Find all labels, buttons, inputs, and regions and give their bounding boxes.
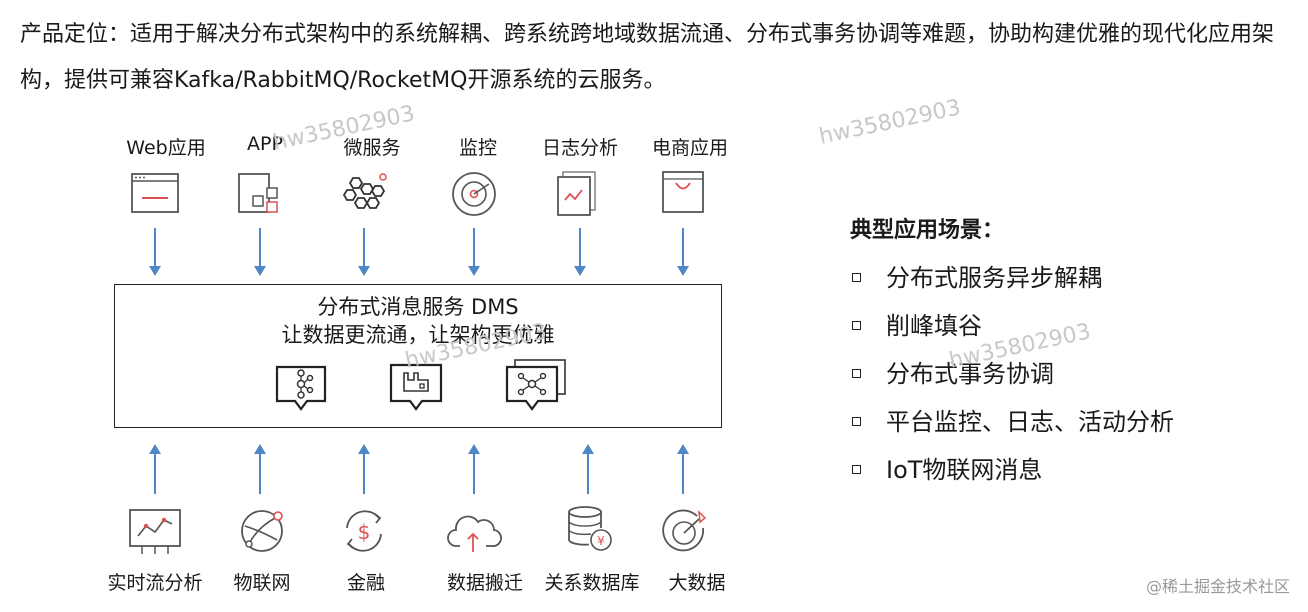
log-chart-icon [555, 170, 599, 218]
svg-text:$: $ [358, 520, 371, 544]
scenario-item-label: 平台监控、日志、活动分析 [886, 408, 1174, 436]
gauge-icon [659, 506, 709, 556]
rabbitmq-icon [387, 361, 445, 417]
square-bullet-icon [852, 417, 861, 426]
scenario-item-label: 削峰填谷 [886, 312, 982, 340]
browser-window-icon [130, 172, 180, 214]
iot-network-icon [237, 506, 287, 556]
producer-arrow-stream [149, 444, 161, 494]
consumer-arrow-web [149, 228, 161, 276]
producer-arrow-finance [358, 444, 370, 494]
radar-target-icon [450, 170, 498, 218]
product-positioning-text: 产品定位：适用于解决分布式架构中的系统解耦、跨系统跨地域数据流通、分布式事务协调… [20, 22, 1275, 93]
scenario-list: 典型应用场景： 分布式服务异步解耦 削峰填谷 分布式事务协调 平台监控、日志、活… [850, 212, 1174, 494]
consumer-arrow-microservice [358, 228, 370, 276]
scenario-item-label: 分布式服务异步解耦 [886, 264, 1102, 292]
scenario-list-title: 典型应用场景： [850, 218, 1005, 243]
producer-label-migration: 数据搬迁 [446, 572, 524, 594]
scenario-item: 分布式事务协调 [850, 350, 1174, 398]
svg-text:¥: ¥ [597, 534, 605, 548]
shopping-bag-icon [661, 170, 705, 216]
producer-arrow-iot [254, 444, 266, 494]
producer-label-stream: 实时流分析 [107, 572, 203, 594]
dms-box: 分布式消息服务 DMS 让数据更流通，让架构更优雅 [114, 284, 722, 428]
source-credit: @稀土掘金技术社区 [1145, 577, 1290, 596]
scenario-item: 削峰填谷 [850, 302, 1174, 350]
scenario-item: 分布式服务异步解耦 [850, 254, 1174, 302]
app-blocks-icon [237, 172, 283, 216]
kafka-icon [273, 363, 329, 417]
producer-arrow-database [582, 444, 594, 494]
consumer-label-app: APP [247, 133, 283, 155]
consumer-arrow-app [254, 228, 266, 276]
consumer-arrow-monitor [468, 228, 480, 276]
producer-arrow-bigdata [677, 444, 689, 494]
consumer-arrow-ecommerce [677, 228, 689, 276]
consumer-label-log: 日志分析 [541, 137, 619, 159]
scenario-item: 平台监控、日志、活动分析 [850, 398, 1174, 446]
dms-architecture-diagram: Web应用 APP 微服务 监控 日志分析 电商应用 [107, 133, 729, 594]
consumer-label-monitor: 监控 [458, 137, 498, 159]
rocketmq-icon [503, 357, 569, 417]
finance-dollar-icon: $ [339, 506, 389, 556]
producer-label-database: 关系数据库 [544, 572, 640, 594]
scenario-item: IoT物联网消息 [850, 446, 1174, 494]
dms-title: 分布式消息服务 DMS [317, 295, 519, 319]
square-bullet-icon [852, 321, 861, 330]
cloud-upload-icon [446, 508, 502, 554]
scenario-item-label: 分布式事务协调 [886, 360, 1054, 388]
consumer-label-ecommerce: 电商应用 [651, 137, 729, 159]
producer-label-finance: 金融 [346, 572, 386, 594]
square-bullet-icon [852, 369, 861, 378]
database-icon: ¥ [565, 504, 615, 554]
hexagon-cluster-icon [339, 172, 389, 216]
scenario-item-label: IoT物联网消息 [886, 456, 1043, 484]
producer-arrow-migration [468, 444, 480, 494]
consumer-arrow-log [574, 228, 586, 276]
producer-label-iot: 物联网 [233, 572, 291, 594]
producer-label-bigdata: 大数据 [668, 572, 726, 594]
square-bullet-icon [852, 465, 861, 474]
consumer-label-microservice: 微服务 [343, 137, 401, 159]
dms-slogan: 让数据更流通，让架构更优雅 [281, 323, 555, 347]
square-bullet-icon [852, 273, 861, 282]
stream-chart-icon [128, 508, 182, 556]
consumer-label-web: Web应用 [126, 137, 206, 159]
